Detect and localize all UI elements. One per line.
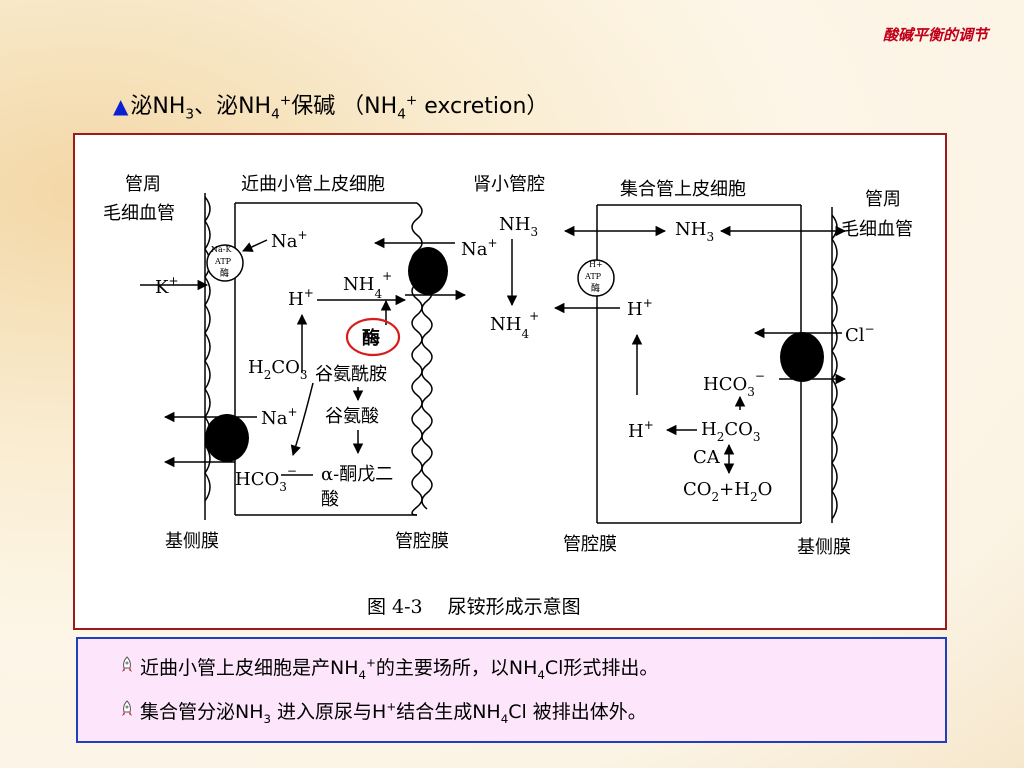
alpha-kg-label-2: 酸 xyxy=(321,489,339,510)
slide-header-label: 酸碱平衡的调节 xyxy=(882,26,988,44)
svg-text:Na-K: Na-K xyxy=(211,245,232,254)
glutamine-label: 谷氨酰胺 xyxy=(315,364,387,385)
right-basolateral-label: 基侧膜 xyxy=(797,537,851,558)
na-k-atpase-pump: Na-K ATP 酶 xyxy=(206,244,244,282)
cl-hco3-exchanger xyxy=(780,332,824,382)
cl-minus-label: Cl− xyxy=(845,322,875,346)
glutamate-label: 谷氨酸 xyxy=(325,406,379,427)
ammonium-diagram: 管周 毛细血管 近曲小管上皮细胞 肾小管腔 Na-K ATP 酶 Na+ K+ … xyxy=(103,174,913,618)
left-cell-title: 近曲小管上皮细胞 xyxy=(241,174,385,195)
left-luminal-label: 管腔膜 xyxy=(395,531,449,552)
basolateral-cotransporter xyxy=(205,414,249,462)
svg-text:酶: 酶 xyxy=(591,282,600,294)
triangle-bullet-icon: ▲ xyxy=(113,94,129,118)
right-cell-outline xyxy=(596,204,838,524)
h-atpase-pump: H+ ATP 酶 xyxy=(577,259,615,297)
right-luminal-label: 管腔膜 xyxy=(563,534,617,555)
enzyme-label: 酶 xyxy=(362,327,380,349)
right-nh3-label: NH3 xyxy=(675,219,714,244)
right-cell-title: 集合管上皮细胞 xyxy=(620,179,746,200)
k-plus-label: K+ xyxy=(155,274,179,298)
left-peritubular-label-1: 管周 xyxy=(125,174,161,195)
slide-title: ▲泌NH3、泌NH4+保碱 （NH4+ excretion） xyxy=(113,92,549,123)
right-hco3-label: HCO3− xyxy=(703,369,765,399)
right-peritubular-label-1: 管周 xyxy=(865,189,901,210)
co2-h2o-label: CO2+H2O xyxy=(683,479,772,504)
left-basolateral-label: 基侧膜 xyxy=(165,531,219,552)
svg-text:H+: H+ xyxy=(589,260,603,269)
lumen-title: 肾小管腔 xyxy=(473,174,545,195)
figure-frame: 管周 毛细血管 近曲小管上皮细胞 肾小管腔 Na-K ATP 酶 Na+ K+ … xyxy=(73,133,947,630)
left-h-plus-label: H+ xyxy=(288,286,314,310)
figure-caption: 图 4-3 尿铵形成示意图 xyxy=(367,596,581,618)
enzyme-highlight-circle xyxy=(345,317,401,357)
rocket-bullet-icon xyxy=(120,700,140,723)
note-line-2: 集合管分泌NH3 进入原尿与H+结合生成NH4Cl 被排出体外。 xyxy=(120,697,647,726)
note-line-1: 近曲小管上皮细胞是产NH4+的主要场所，以NH4Cl形式排出。 xyxy=(120,653,658,682)
right-h-plus-mid-label: H+ xyxy=(628,418,654,442)
rocket-bullet-icon xyxy=(120,656,140,679)
left-basolateral-membrane xyxy=(204,193,211,520)
svg-text:ATP: ATP xyxy=(584,272,602,281)
alpha-kg-label-1: α-酮戊二 xyxy=(321,464,393,485)
svg-text:ATP: ATP xyxy=(214,257,232,266)
lumen-nh3-label: NH3 xyxy=(499,214,538,239)
right-h2co3-label: H2CO3 xyxy=(701,419,761,444)
na-plus-label-bottom: Na+ xyxy=(261,405,298,429)
na-plus-label-top: Na+ xyxy=(271,228,308,252)
left-nh4-label: NH4+ xyxy=(343,269,392,301)
lumen-na-plus-label: Na+ xyxy=(461,236,498,260)
left-h2co3-label: H2CO3 xyxy=(248,357,308,382)
lumen-nh4-label: NH4+ xyxy=(490,309,539,341)
left-peritubular-label-2: 毛细血管 xyxy=(103,203,175,224)
left-hco3-label: HCO3− xyxy=(235,464,297,494)
svg-text:酶: 酶 xyxy=(220,267,229,279)
summary-notes-box: 近曲小管上皮细胞是产NH4+的主要场所，以NH4Cl形式排出。 集合管分泌NH3… xyxy=(76,637,947,743)
apical-exchanger-top xyxy=(408,247,448,295)
right-h-plus-top-label: H+ xyxy=(627,296,653,320)
ca-label: CA xyxy=(693,447,721,468)
right-peritubular-label-2: 毛细血管 xyxy=(841,219,913,240)
